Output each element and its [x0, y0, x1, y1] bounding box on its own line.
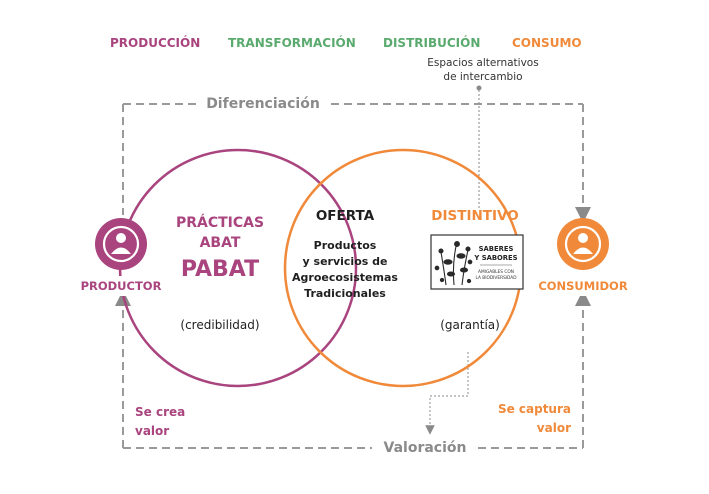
consumer-label: CONSUMIDOR	[538, 279, 628, 293]
stage-production: PRODUCCIÓN	[110, 35, 200, 50]
producer-node	[95, 218, 147, 270]
practices-line2: ABAT	[200, 235, 241, 251]
credibility-note: (credibilidad)	[180, 318, 259, 332]
botanical-icon	[434, 241, 473, 286]
user-icon-body	[573, 247, 593, 254]
producer-label-bg	[73, 276, 169, 296]
producer-icon-ring	[102, 225, 140, 263]
guarantee-note: (garantía)	[440, 318, 500, 332]
offer-line4: Tradicionales	[304, 287, 386, 300]
badge-line4: LA BIODIVERSIDAD	[475, 275, 517, 281]
valuation-label: Valoración	[384, 440, 467, 456]
value-captured-line2: valor	[537, 421, 571, 435]
offer-line2: y servicios de	[303, 255, 388, 268]
consumer-label-bg	[527, 276, 639, 296]
consumer-node	[557, 218, 609, 270]
value-created-line2: valor	[135, 424, 169, 438]
producer-circle	[95, 218, 147, 270]
offer-title: OFERTA	[316, 208, 375, 224]
saberes-sabores-badge: SABERES Y SABORES AMIGABLES CON LA BIODI…	[430, 234, 524, 290]
user-icon-body	[111, 247, 131, 254]
value-created-line1: Se crea	[135, 405, 185, 419]
badge-line1: SABERES	[479, 245, 514, 253]
consumer-icon-ring	[564, 225, 602, 263]
stage-consumption: CONSUMO	[512, 36, 582, 50]
exchange-note-line2: de intercambio	[443, 71, 522, 83]
guarantee-pointer	[425, 352, 469, 435]
practices-line3: PABAT	[181, 257, 259, 282]
exchange-note-line1: Espacios alternativos	[427, 57, 538, 69]
consumer-circle	[557, 218, 609, 270]
practices-line1: PRÁCTICAS	[176, 214, 264, 231]
differentiation-label: Diferenciación	[206, 96, 320, 112]
stage-transformation: TRANSFORMACIÓN	[228, 35, 356, 50]
badge-line2: Y SABORES	[473, 254, 517, 262]
user-icon-head	[578, 233, 588, 243]
exchange-note-dot	[476, 85, 482, 91]
offer-line3: Agroecosistemas	[292, 271, 398, 284]
value-captured-line1: Se captura	[498, 402, 571, 416]
stage-distribution: DISTRIBUCIÓN	[383, 35, 480, 50]
distinctive-title: DISTINTIVO	[431, 208, 518, 224]
badge-line3: AMIGABLES CON	[478, 269, 514, 275]
offer-line1: Productos	[314, 239, 377, 252]
user-icon-head	[116, 233, 126, 243]
producer-label: PRODUCTOR	[81, 279, 162, 293]
